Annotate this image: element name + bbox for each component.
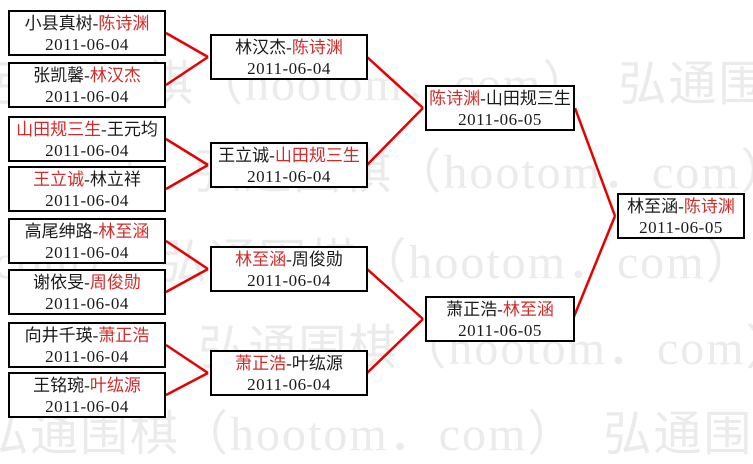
separator: - [480, 89, 486, 108]
match-box-qf-3: 林至涵-周俊勋 2011-06-04 [210, 246, 368, 292]
match-box-r16-8: 王铭琬-叶纮源 2011-06-04 [8, 372, 166, 418]
player-name: 陈诗渊 [98, 14, 150, 33]
match-players: 林至涵-陈诗渊 [619, 196, 743, 217]
match-players: 山田规三生-王元均 [10, 119, 164, 140]
separator: - [286, 38, 292, 57]
match-box-sf-1: 陈诗渊-山田规三生 2011-06-05 [425, 85, 575, 131]
match-box-sf-2: 萧正浩-林至涵 2011-06-05 [425, 296, 575, 342]
match-date: 2011-06-05 [458, 110, 542, 129]
player-name: 小县真树 [24, 14, 93, 33]
match-box-final: 林至涵-陈诗渊 2011-06-05 [617, 193, 745, 239]
match-players: 向井千瑛-萧正浩 [10, 325, 164, 346]
match-date: 2011-06-04 [45, 243, 129, 262]
player-name: 周俊勋 [89, 273, 141, 292]
player-name: 王铭琬 [33, 376, 85, 395]
player-name: 山田规三生 [485, 89, 571, 108]
player-name: 谢依旻 [33, 273, 85, 292]
player-name: 山田规三生 [274, 146, 360, 165]
separator: - [286, 250, 292, 269]
separator: - [92, 326, 99, 345]
match-box-r16-4: 王立诚-林立祥 2011-06-04 [8, 166, 166, 212]
match-date: 2011-06-04 [45, 397, 129, 416]
player-name: 林至涵 [98, 222, 150, 241]
player-name: 萧正浩 [235, 354, 287, 373]
match-date: 2011-06-04 [45, 294, 129, 313]
match-date: 2011-06-04 [247, 271, 331, 290]
match-date: 2011-06-04 [45, 35, 129, 54]
match-box-r16-5: 高尾绅路-林至涵 2011-06-04 [8, 218, 166, 264]
player-name: 萧正浩 [446, 300, 498, 319]
match-players: 林汉杰-陈诗渊 [212, 37, 366, 58]
player-name: 山田规三生 [16, 120, 102, 139]
match-date: 2011-06-04 [247, 375, 331, 394]
match-date: 2011-06-04 [247, 59, 331, 78]
player-name: 陈诗渊 [291, 38, 343, 57]
bracket-connectors [165, 31, 617, 397]
separator: - [84, 376, 90, 395]
player-name: 叶纮源 [291, 354, 343, 373]
player-name: 陈诗渊 [683, 197, 735, 216]
match-players: 小县真树-陈诗渊 [10, 13, 164, 34]
separator: - [269, 146, 275, 165]
separator: - [101, 120, 107, 139]
match-date: 2011-06-05 [458, 321, 542, 340]
player-name: 王元均 [106, 120, 158, 139]
match-players: 高尾绅路-林至涵 [10, 221, 164, 242]
player-name: 林至涵 [627, 197, 679, 216]
match-box-qf-2: 王立诚-山田规三生 2011-06-04 [210, 142, 368, 188]
match-date: 2011-06-05 [639, 218, 723, 237]
player-name: 王立诚 [218, 146, 270, 165]
separator: - [84, 66, 90, 85]
separator: - [92, 222, 99, 241]
match-box-r16-7: 向井千瑛-萧正浩 2011-06-04 [8, 322, 166, 368]
player-name: 叶纮源 [89, 376, 141, 395]
player-name: 王立诚 [33, 170, 85, 189]
separator: - [84, 170, 90, 189]
match-players: 王立诚-林立祥 [10, 169, 164, 190]
match-players: 萧正浩-叶纮源 [212, 353, 366, 374]
match-box-r16-2: 张凯馨-林汉杰 2011-06-04 [8, 62, 166, 108]
separator: - [92, 14, 99, 33]
separator: - [497, 300, 503, 319]
player-name: 周俊勋 [291, 250, 343, 269]
match-players: 萧正浩-林至涵 [427, 299, 573, 320]
player-name: 林汉杰 [89, 66, 141, 85]
match-box-r16-3: 山田规三生-王元均 2011-06-04 [8, 116, 166, 162]
match-date: 2011-06-04 [45, 141, 129, 160]
player-name: 林至涵 [502, 300, 554, 319]
match-players: 谢依旻-周俊勋 [10, 272, 164, 293]
match-box-r16-6: 谢依旻-周俊勋 2011-06-04 [8, 269, 166, 315]
separator: - [286, 354, 292, 373]
player-name: 高尾绅路 [24, 222, 93, 241]
player-name: 向井千瑛 [24, 326, 93, 345]
match-box-qf-4: 萧正浩-叶纮源 2011-06-04 [210, 350, 368, 396]
match-date: 2011-06-04 [247, 167, 331, 186]
match-players: 王铭琬-叶纮源 [10, 375, 164, 396]
player-name: 陈诗渊 [429, 89, 481, 108]
separator: - [678, 197, 684, 216]
player-name: 林至涵 [235, 250, 287, 269]
match-players: 林至涵-周俊勋 [212, 249, 366, 270]
player-name: 萧正浩 [98, 326, 150, 345]
match-players: 张凯馨-林汉杰 [10, 65, 164, 86]
player-name: 林立祥 [89, 170, 141, 189]
match-players: 王立诚-山田规三生 [212, 145, 366, 166]
player-name: 林汉杰 [235, 38, 287, 57]
match-date: 2011-06-04 [45, 347, 129, 366]
match-date: 2011-06-04 [45, 191, 129, 210]
match-date: 2011-06-04 [45, 87, 129, 106]
player-name: 张凯馨 [33, 66, 85, 85]
separator: - [84, 273, 90, 292]
match-box-qf-1: 林汉杰-陈诗渊 2011-06-04 [210, 34, 368, 80]
match-players: 陈诗渊-山田规三生 [427, 88, 573, 109]
match-box-r16-1: 小县真树-陈诗渊 2011-06-04 [8, 10, 166, 56]
